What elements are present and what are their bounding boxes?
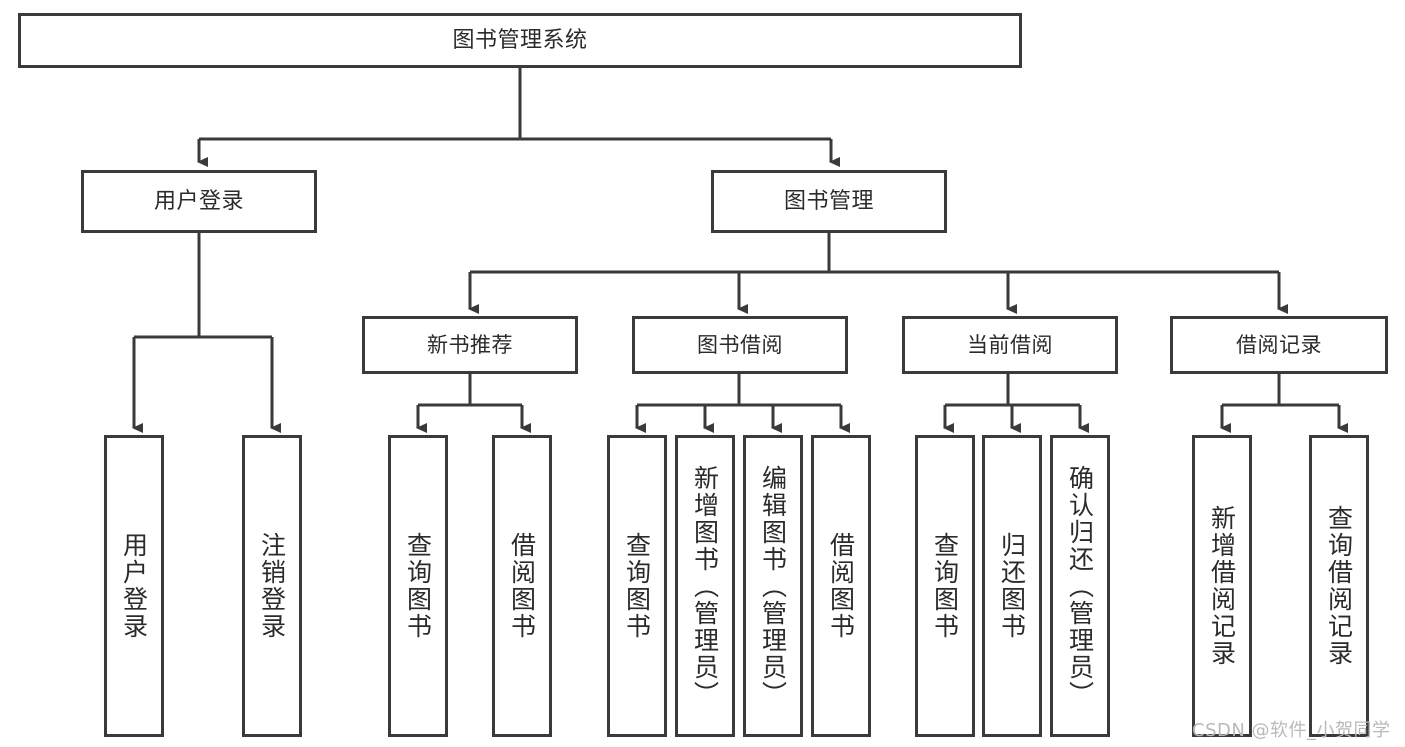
- leaf-logout[interactable]: 注销登录: [242, 435, 302, 737]
- node-label: 借阅记录: [1236, 332, 1322, 357]
- node-root-book-management-system[interactable]: 图书管理系统: [18, 13, 1022, 68]
- node-label: 借阅图书: [826, 532, 856, 640]
- node-new-book-recommend[interactable]: 新书推荐: [362, 316, 578, 374]
- leaf-confirm-return-admin[interactable]: 确认归还（管理员）: [1050, 435, 1110, 737]
- node-label: 查询图书: [930, 532, 960, 640]
- node-label: 图书管理系统: [452, 27, 588, 53]
- leaf-query-borrow-record[interactable]: 查询借阅记录: [1309, 435, 1369, 737]
- node-label: 当前借阅: [967, 332, 1053, 357]
- leaf-add-book-admin[interactable]: 新增图书（管理员）: [675, 435, 735, 737]
- node-label: 新书推荐: [427, 332, 513, 357]
- node-label: 图书借阅: [697, 332, 783, 357]
- leaf-return-book[interactable]: 归还图书: [982, 435, 1042, 737]
- node-label: 查询图书: [622, 532, 652, 640]
- node-label: 图书管理: [783, 188, 874, 214]
- leaf-add-borrow-record[interactable]: 新增借阅记录: [1192, 435, 1252, 737]
- node-label: 用户登录: [153, 188, 244, 214]
- leaf-edit-book-admin[interactable]: 编辑图书（管理员）: [743, 435, 803, 737]
- leaf-borrow-book-newbook[interactable]: 借阅图书: [492, 435, 552, 737]
- node-label: 确认归还（管理员）: [1065, 464, 1095, 708]
- node-label: 注销登录: [257, 532, 287, 640]
- node-borrow-record[interactable]: 借阅记录: [1170, 316, 1388, 374]
- watermark-csdn: CSDN @软件_小贺同学: [1192, 720, 1391, 741]
- leaf-query-book-newbook[interactable]: 查询图书: [388, 435, 448, 737]
- leaf-user-login[interactable]: 用户登录: [104, 435, 164, 737]
- node-book-management[interactable]: 图书管理: [711, 170, 947, 233]
- leaf-borrow-book[interactable]: 借阅图书: [811, 435, 871, 737]
- node-label: 用户登录: [119, 532, 149, 640]
- leaf-query-book-borrow[interactable]: 查询图书: [607, 435, 667, 737]
- node-label: 新增借阅记录: [1207, 505, 1237, 667]
- node-label: 归还图书: [997, 532, 1027, 640]
- node-user-login[interactable]: 用户登录: [81, 170, 317, 233]
- leaf-query-book-current[interactable]: 查询图书: [915, 435, 975, 737]
- node-label: 借阅图书: [507, 532, 537, 640]
- node-current-borrow[interactable]: 当前借阅: [902, 316, 1118, 374]
- node-label: 编辑图书（管理员）: [758, 464, 788, 708]
- node-label: 查询借阅记录: [1324, 505, 1354, 667]
- node-label: 新增图书（管理员）: [690, 464, 720, 708]
- node-book-borrow[interactable]: 图书借阅: [632, 316, 848, 374]
- node-label: 查询图书: [403, 532, 433, 640]
